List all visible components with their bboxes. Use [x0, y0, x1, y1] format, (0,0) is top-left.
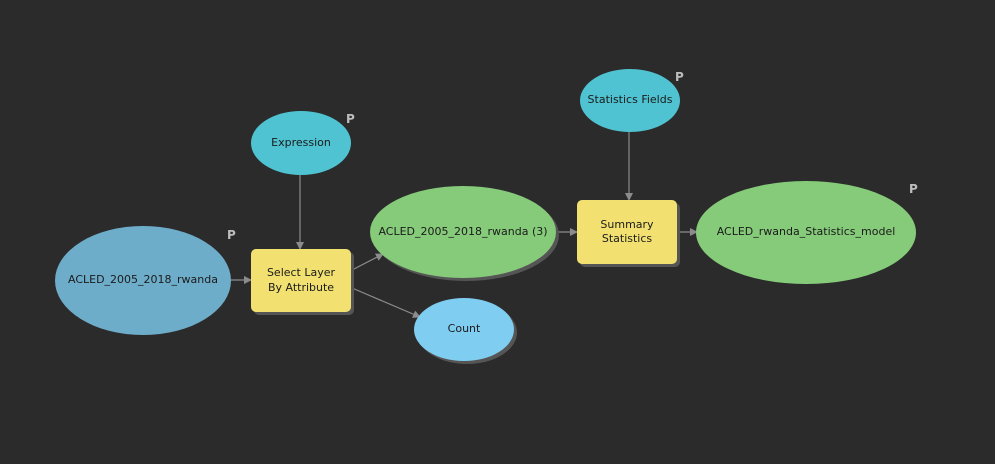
- connector-select-to-count[interactable]: [351, 287, 421, 318]
- input-dataset-node[interactable]: ACLED_2005_2018_rwanda: [55, 226, 231, 335]
- summary-statistics-tool[interactable]: Summary Statistics: [577, 200, 677, 264]
- count-node[interactable]: Count: [414, 298, 514, 361]
- output-table-label: ACLED_rwanda_Statistics_model: [716, 225, 896, 239]
- input-dataset-parameter-marker: P: [227, 228, 236, 242]
- statistics-fields-label: Statistics Fields: [587, 93, 673, 107]
- input-dataset-label: ACLED_2005_2018_rwanda: [67, 273, 218, 287]
- select-tool-label: Select Layer By Attribute: [266, 266, 336, 294]
- statistics-fields-parameter-marker: P: [675, 70, 684, 84]
- selected-output-label: ACLED_2005_2018_rwanda (3): [378, 224, 548, 238]
- expression-node[interactable]: Expression: [251, 111, 351, 175]
- selected-output-node[interactable]: ACLED_2005_2018_rwanda (3): [370, 186, 556, 278]
- summary-tool-label: Summary Statistics: [600, 217, 654, 245]
- output-table-parameter-marker: P: [909, 182, 918, 196]
- output-table-node[interactable]: ACLED_rwanda_Statistics_model: [696, 181, 916, 284]
- count-label: Count: [447, 322, 481, 336]
- statistics-fields-node[interactable]: Statistics Fields: [580, 69, 680, 132]
- expression-parameter-marker: P: [346, 112, 355, 126]
- select-layer-by-attribute-tool[interactable]: Select Layer By Attribute: [251, 249, 351, 312]
- expression-label: Expression: [271, 135, 331, 149]
- connector-select-to-output[interactable]: [351, 253, 384, 271]
